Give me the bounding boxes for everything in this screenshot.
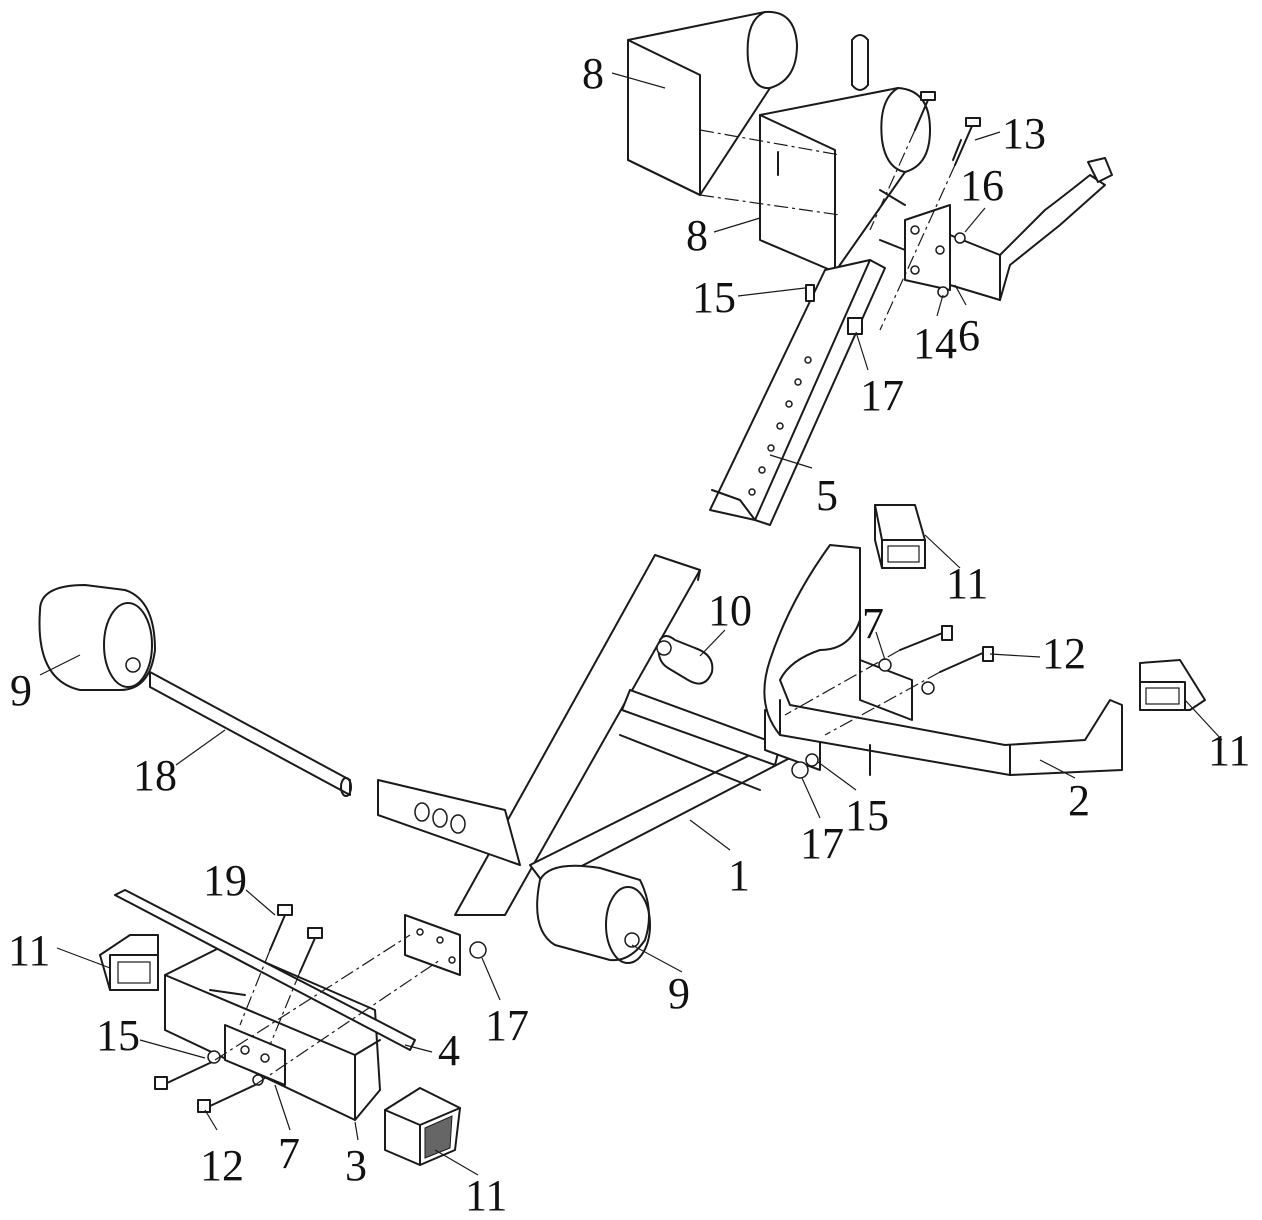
end-cap-11-right bbox=[1139, 659, 1206, 711]
callout-8-top: 8 bbox=[582, 49, 604, 98]
roller-pad-9-right bbox=[536, 864, 651, 964]
bolt-13 bbox=[869, 91, 981, 331]
upper-pad-8 bbox=[627, 10, 798, 196]
callout-11-left: 11 bbox=[8, 926, 50, 975]
callout-2: 2 bbox=[1068, 776, 1090, 825]
bolt-12-right bbox=[784, 625, 994, 736]
washer-17-mid bbox=[791, 761, 809, 779]
rod-18 bbox=[149, 671, 352, 797]
callout-3: 3 bbox=[345, 1141, 367, 1190]
callout-15-top: 15 bbox=[692, 273, 736, 322]
washer-15-top bbox=[805, 284, 815, 302]
bolt-12-bottom bbox=[154, 934, 441, 1113]
callout-17-bottom: 17 bbox=[485, 1001, 529, 1050]
callout-13: 13 bbox=[1002, 109, 1046, 158]
callout-1: 1 bbox=[728, 851, 750, 900]
callout-18: 18 bbox=[133, 751, 177, 800]
leader-lines bbox=[39, 72, 1223, 1176]
knob-10 bbox=[656, 635, 714, 685]
bolt-19 bbox=[239, 904, 323, 1046]
knob-14-16 bbox=[937, 232, 966, 298]
callout-9-left: 9 bbox=[10, 666, 32, 715]
callout-15-mid: 15 bbox=[845, 791, 889, 840]
front-base-2 bbox=[763, 544, 1123, 776]
plate-7-bottom bbox=[224, 1024, 286, 1086]
callout-8-lower: 8 bbox=[686, 211, 708, 260]
callout-12-bottom: 12 bbox=[200, 1141, 244, 1190]
callout-7-right: 7 bbox=[862, 599, 884, 648]
callout-4: 4 bbox=[438, 1026, 460, 1075]
callout-15-bottom: 15 bbox=[96, 1011, 140, 1060]
plate-7-right bbox=[859, 658, 935, 721]
washer-15-mid bbox=[805, 753, 819, 767]
callout-9-right: 9 bbox=[668, 969, 690, 1018]
callout-11-right: 11 bbox=[1208, 726, 1250, 775]
callout-5: 5 bbox=[816, 471, 838, 520]
callout-10: 10 bbox=[708, 586, 752, 635]
alignment-line bbox=[699, 194, 841, 216]
roller-pad-9-left bbox=[38, 584, 156, 691]
callout-17-mid: 17 bbox=[800, 819, 844, 868]
end-cap-11-bottom bbox=[384, 1087, 461, 1166]
alignment-line bbox=[699, 129, 841, 156]
callout-17-top: 17 bbox=[860, 371, 904, 420]
main-frame-1 bbox=[377, 554, 821, 976]
callout-7-bottom: 7 bbox=[278, 1129, 300, 1178]
washer-17-bottom bbox=[469, 941, 487, 959]
washer-17-top bbox=[847, 317, 863, 335]
bracket-6 bbox=[879, 157, 1113, 301]
end-cap-11-left bbox=[99, 934, 159, 991]
callout-6: 6 bbox=[958, 311, 980, 360]
callout-12-right: 12 bbox=[1042, 629, 1086, 678]
lower-pad-8 bbox=[759, 87, 931, 273]
callout-19: 19 bbox=[203, 856, 247, 905]
callout-11-top: 11 bbox=[946, 559, 988, 608]
callout-11-bottom: 11 bbox=[465, 1171, 507, 1220]
callout-14: 14 bbox=[913, 319, 957, 368]
handle-grip bbox=[851, 34, 869, 91]
post-5 bbox=[709, 259, 886, 526]
callout-16: 16 bbox=[960, 161, 1004, 210]
strip-4 bbox=[114, 889, 416, 1051]
end-cap-11-top bbox=[874, 504, 926, 569]
